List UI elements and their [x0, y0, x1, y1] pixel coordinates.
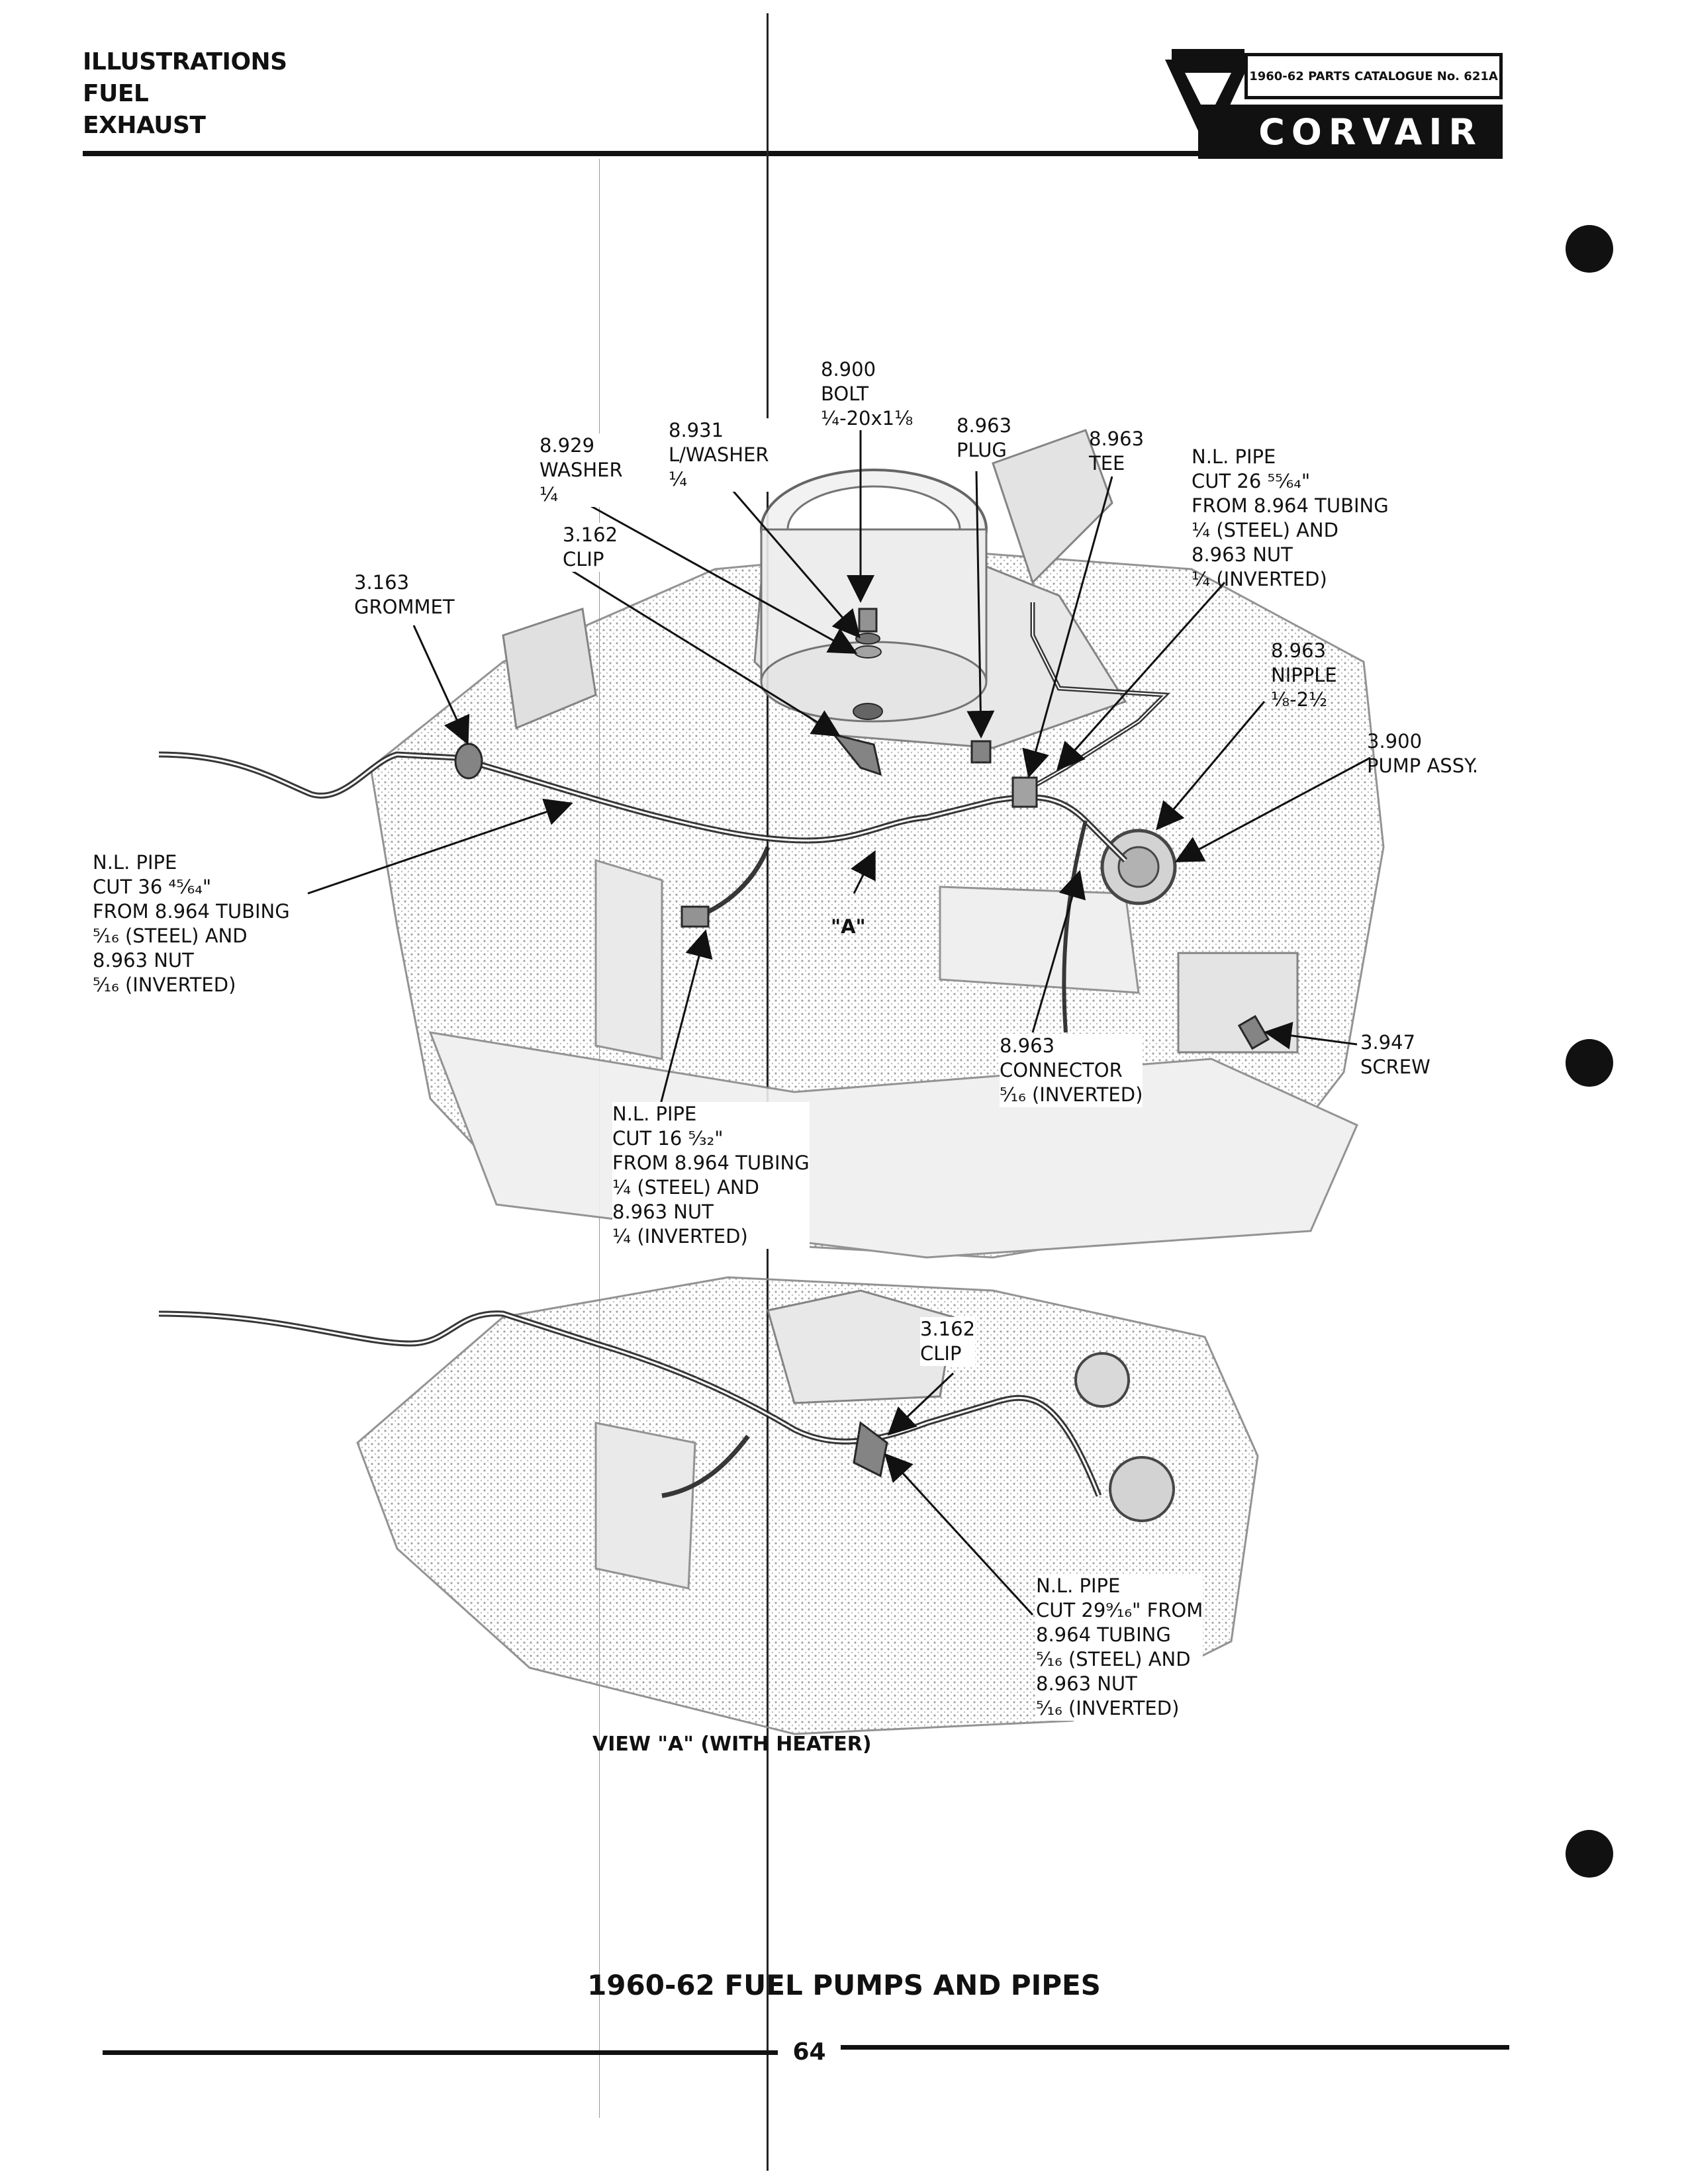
page-number: 64	[792, 2038, 826, 2066]
callout-pipe-upper: N.L. PIPE CUT 26 ⁵⁵⁄₆₄" FROM 8.964 TUBIN…	[1192, 445, 1389, 590]
callout-connector: 8.963 CONNECTOR ⁵⁄₁₆ (INVERTED)	[1000, 1034, 1143, 1107]
callout-pipe-lower: N.L. PIPE CUT 29⁹⁄₁₆" FROM 8.964 TUBING …	[1036, 1574, 1203, 1721]
page-title: 1960-62 FUEL PUMPS AND PIPES	[587, 1969, 1101, 2001]
lower-leader-lines	[884, 1372, 1034, 1616]
footer-rule-left	[103, 2050, 778, 2055]
view-caption: VIEW "A" (WITH HEATER)	[592, 1733, 872, 1756]
callout-clip-lower: 3.162 CLIP	[920, 1317, 976, 1366]
callout-tee: 8.963 TEE	[1089, 428, 1145, 475]
callout-lock-washer: 8.931 L/WASHER ¼	[669, 418, 769, 492]
punch-hole-bottom	[1566, 1830, 1613, 1878]
punch-hole-middle	[1566, 1039, 1613, 1087]
callout-clip: 3.162 CLIP	[563, 523, 618, 572]
callout-bolt: 8.900 BOLT ¼-20x1⅛	[821, 358, 914, 430]
header-line-exhaust: EXHAUST	[83, 112, 206, 139]
catalogue-number: 1960-62 PARTS CATALOGUE No. 621A	[1244, 53, 1503, 99]
punch-hole-top	[1566, 225, 1613, 273]
footer-rule-right	[841, 2045, 1509, 2050]
section-header: ILLUSTRATIONS FUEL EXHAUST	[83, 46, 287, 142]
header-rule	[83, 151, 1499, 156]
corvair-badge: 1960-62 PARTS CATALOGUE No. 621A CORVAIR	[1158, 46, 1503, 159]
callout-screw: 3.947 SCREW	[1360, 1031, 1430, 1078]
callout-washer: 8.929 WASHER ¼	[539, 433, 623, 507]
callout-pipe-left: N.L. PIPE CUT 36 ⁴⁵⁄₆₄" FROM 8.964 TUBIN…	[93, 851, 290, 996]
callout-pump-assembly: 3.900 PUMP ASSY.	[1367, 730, 1479, 777]
upper-leader-lines	[307, 430, 1371, 1113]
brand-name: CORVAIR	[1198, 105, 1503, 159]
callout-pipe-middle: N.L. PIPE CUT 16 ⁵⁄₃₂" FROM 8.964 TUBING…	[612, 1102, 810, 1249]
callout-plug: 8.963 PLUG	[957, 414, 1012, 461]
callout-grommet: 3.163 GROMMET	[354, 571, 455, 618]
header-line-illustrations: ILLUSTRATIONS	[83, 48, 287, 75]
view-a-marker: "A"	[831, 915, 866, 938]
lower-engine-illustration	[158, 1276, 1259, 1735]
callout-nipple: 8.963 NIPPLE ⅛-2½	[1271, 639, 1337, 711]
header-line-fuel: FUEL	[83, 80, 149, 107]
